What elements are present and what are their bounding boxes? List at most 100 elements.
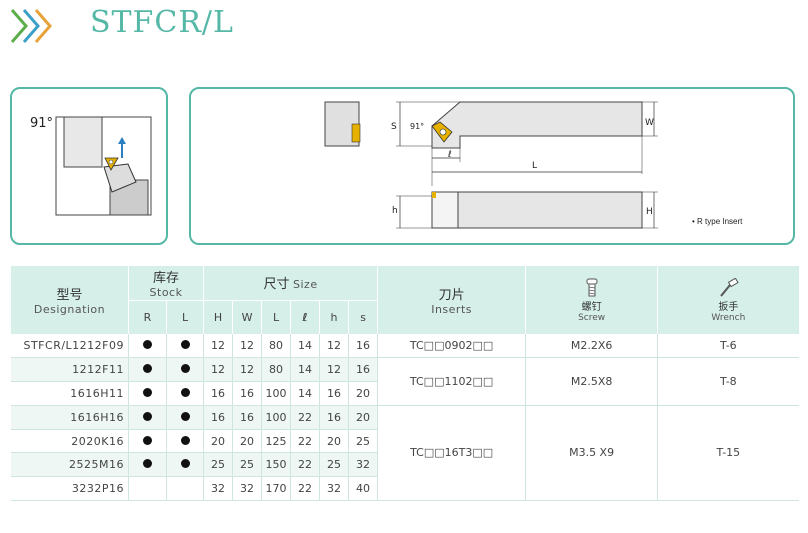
designation-cell: 2020K16: [10, 429, 129, 454]
size-l-cell: 22: [290, 429, 320, 454]
stock-L-cell: [165, 357, 204, 383]
size-L-cell: 100: [261, 405, 291, 430]
dim-S-label: S: [391, 122, 397, 132]
size-H-cell: 16: [203, 405, 233, 430]
dim-L-label: L: [532, 161, 538, 171]
sub-header-h: h: [319, 299, 349, 334]
insert-cell: TC□□0902□□: [377, 334, 526, 359]
stock-dot-icon: [180, 459, 190, 469]
size-l-cell: 22: [290, 476, 320, 502]
stock-dot-icon: [143, 459, 152, 469]
size-h-cell: 25: [319, 452, 349, 478]
stock-R-cell: [128, 334, 167, 359]
size-W-cell: 16: [232, 405, 262, 430]
size-W-cell: 32: [232, 476, 262, 502]
designation-cell: 2525M16: [10, 452, 129, 478]
inserts-header: 刀片 Inserts: [377, 266, 526, 334]
stock-dot-icon: [180, 411, 190, 421]
size-W-cell: 25: [232, 452, 262, 478]
chevron-arrows-icon: [10, 9, 52, 43]
size-H-cell: 20: [203, 429, 233, 454]
designation-cell: 1616H11: [10, 381, 129, 406]
stock-dot-icon: [180, 340, 190, 350]
screw-cell: M2.2X6: [525, 334, 658, 359]
dim-h-label: h: [392, 206, 398, 216]
size-H-cell: 12: [203, 357, 233, 383]
size-l-cell: 22: [290, 452, 320, 478]
size-W-cell: 16: [232, 381, 262, 406]
wrench-cell: T-15: [657, 405, 799, 502]
designation-cell: 3232P16: [10, 476, 129, 502]
page-title: STFCR/L: [90, 5, 234, 40]
size-H-cell: 25: [203, 452, 233, 478]
sub-header-L: L: [165, 299, 204, 334]
page-header: [8, 6, 72, 46]
size-h-cell: 32: [319, 476, 349, 502]
spec-table: 型号 Designation 库存 Stock 尺寸 Size 刀片 Inser…: [10, 266, 799, 502]
stock-dot-icon: [180, 435, 190, 445]
size-header: 尺寸 Size: [203, 266, 378, 300]
size-l-cell: 22: [290, 405, 320, 430]
stock-R-cell: [128, 452, 167, 478]
size-W-cell: 20: [232, 429, 262, 454]
wrench-cell: T-6: [657, 334, 799, 359]
sub-header-l: ℓ: [290, 299, 320, 334]
size-L-cell: 80: [261, 334, 291, 359]
stock-dot-icon: [143, 411, 152, 421]
wrench-header: 扳手 Wrench: [657, 266, 799, 334]
stock-L-cell: [165, 381, 204, 406]
size-L-cell: 80: [261, 357, 291, 383]
stock-L-cell: [165, 452, 204, 478]
dim-W-label: W: [645, 118, 654, 128]
dim-l-label: ℓ: [448, 150, 452, 160]
stock-R-cell: [128, 381, 167, 406]
size-s-cell: 20: [348, 381, 378, 406]
size-l-cell: 14: [290, 334, 320, 359]
size-h-cell: 16: [319, 381, 349, 406]
designation-header: 型号 Designation: [10, 266, 129, 334]
stock-R-cell: [128, 476, 167, 502]
wrench-icon: [720, 277, 739, 297]
stock-L-cell: [165, 405, 204, 430]
sub-header-W: W: [232, 299, 262, 334]
stock-dot-icon: [143, 340, 152, 350]
stock-R-cell: [128, 405, 167, 430]
stock-R-cell: [128, 357, 167, 383]
stock-dot-icon: [180, 387, 190, 397]
size-W-cell: 12: [232, 334, 262, 359]
dimension-drawing: [324, 101, 658, 229]
stock-L-cell: [165, 334, 204, 359]
screw-icon: [586, 278, 598, 296]
size-h-cell: 12: [319, 334, 349, 359]
size-L-cell: 125: [261, 429, 291, 454]
designation-cell: 1616H16: [10, 405, 129, 430]
size-s-cell: 25: [348, 429, 378, 454]
size-H-cell: 12: [203, 334, 233, 359]
size-h-cell: 20: [319, 429, 349, 454]
stock-dot-icon: [143, 435, 152, 445]
size-L-cell: 170: [261, 476, 291, 502]
size-h-cell: 12: [319, 357, 349, 383]
stock-dot-icon: [143, 387, 152, 397]
size-h-cell: 16: [319, 405, 349, 430]
stock-dot-icon: [143, 364, 152, 374]
size-s-cell: 16: [348, 334, 378, 359]
stock-dot-icon: [180, 364, 190, 374]
dim-angle-label: 91°: [410, 122, 425, 131]
wrench-cell: T-8: [657, 357, 799, 406]
stock-R-cell: [128, 429, 167, 454]
stock-L-cell: [165, 476, 204, 502]
size-s-cell: 16: [348, 357, 378, 383]
stock-header: 库存 Stock: [127, 266, 204, 300]
size-s-cell: 20: [348, 405, 378, 430]
designation-cell: 1212F11: [10, 357, 129, 383]
size-H-cell: 32: [203, 476, 233, 502]
size-W-cell: 12: [232, 357, 262, 383]
insert-type-note: • R type Insert: [692, 217, 743, 226]
